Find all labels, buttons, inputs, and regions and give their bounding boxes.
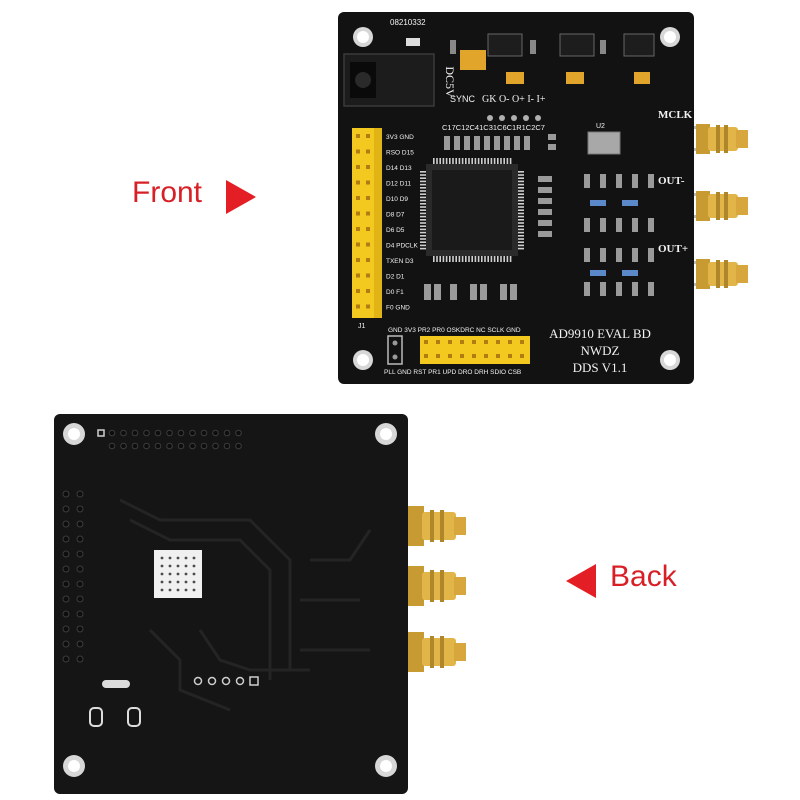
header-j2 bbox=[420, 336, 530, 364]
j1-pin-label: TXEN D3 bbox=[386, 258, 414, 265]
ref-u2: U2 bbox=[596, 123, 605, 130]
tantalum-c32 bbox=[506, 72, 524, 84]
tantalum-c35 bbox=[566, 72, 584, 84]
out-plus-label: OUT+ bbox=[658, 243, 688, 255]
sma-connector-out-minus bbox=[690, 191, 748, 221]
ref-j1: J1 bbox=[358, 323, 366, 330]
back-traces bbox=[119, 498, 372, 712]
j1-pin-label: D12 D11 bbox=[386, 181, 412, 188]
j1-pin-label: D4 PDCLK bbox=[386, 243, 418, 250]
board-title-line-1: AD9910 EVAL BD bbox=[549, 326, 651, 341]
top-cap-row-labels: C17C12C41C31C6C1R1C2C7 bbox=[442, 123, 545, 132]
dc-power-jack bbox=[343, 53, 435, 107]
board-title-line-3: DDS V1.1 bbox=[573, 360, 628, 375]
serial-number: 08210332 bbox=[390, 18, 426, 27]
cap-c34 bbox=[530, 40, 536, 54]
header-j1 bbox=[352, 128, 382, 318]
out-minus-label: OUT- bbox=[658, 175, 685, 187]
j1-pin-label: D10 D9 bbox=[386, 196, 408, 203]
regulator-u5 bbox=[623, 33, 655, 57]
mounting-holes-front bbox=[353, 27, 680, 370]
tantalum-c28 bbox=[460, 50, 486, 70]
sma-connector-out-plus bbox=[690, 259, 748, 289]
j1-pin-label: 3V3 GND bbox=[386, 134, 414, 141]
j1-pin-label: D0 F1 bbox=[386, 289, 404, 296]
front-board: 08210332 DC5V SYNC GK O- O+ I- I+ 3V3 GN… bbox=[338, 12, 748, 384]
header-j4 bbox=[487, 115, 541, 121]
mounting-holes-back bbox=[63, 423, 397, 777]
j1-pin-label: D14 D13 bbox=[386, 165, 412, 172]
back-board bbox=[54, 414, 466, 794]
mclk-label: MCLK bbox=[658, 109, 693, 121]
j2-top-labels: GND 3V3 PR2 PR0 OSKDRC NC SCLK GND bbox=[388, 327, 521, 334]
tantalum-c36 bbox=[634, 72, 650, 84]
sma-connectors-front bbox=[690, 124, 748, 289]
back-smd-pads bbox=[89, 680, 141, 727]
top-cap-row bbox=[444, 134, 556, 150]
bottom-cap-row bbox=[424, 284, 517, 300]
oscillator-u2 bbox=[587, 131, 621, 155]
sync-row-labels: GK O- O+ I- I+ bbox=[482, 94, 546, 105]
j2-bottom-labels: PLL GND RST PR1 UPD DRO DRH SDIO CSB bbox=[384, 369, 521, 376]
regulator-u3 bbox=[487, 33, 523, 57]
sync-label: SYNC bbox=[450, 94, 476, 104]
back-arrow-icon bbox=[566, 564, 596, 598]
power-label: DC5V bbox=[443, 66, 457, 98]
front-label: Front bbox=[132, 176, 203, 209]
j1-pin-label: D2 D1 bbox=[386, 274, 405, 281]
back-top-pads bbox=[97, 429, 242, 450]
cap-c44 bbox=[600, 40, 606, 54]
back-left-pads bbox=[62, 490, 84, 663]
j1-pin-label: RSO D15 bbox=[386, 150, 414, 157]
ad9910-chip bbox=[420, 158, 524, 262]
board-title-line-2: NWDZ bbox=[581, 343, 620, 358]
j1-pin-label: F0 GND bbox=[386, 305, 410, 312]
header-j3 bbox=[387, 335, 403, 365]
back-label: Back bbox=[610, 560, 677, 593]
header-j1-pins bbox=[356, 134, 370, 309]
regulator-u4 bbox=[559, 33, 595, 57]
front-arrow-icon bbox=[226, 180, 256, 214]
filter-network bbox=[538, 174, 654, 296]
j1-pin-label: D6 D5 bbox=[386, 227, 405, 234]
back-pcb bbox=[54, 414, 408, 794]
cap-c27 bbox=[450, 40, 456, 54]
sma-connector-mclk bbox=[690, 124, 748, 154]
j1-pin-label: D8 D7 bbox=[386, 212, 405, 219]
diode-d2 bbox=[406, 38, 420, 46]
back-pad-row bbox=[193, 676, 259, 686]
thermal-pad bbox=[154, 550, 202, 598]
